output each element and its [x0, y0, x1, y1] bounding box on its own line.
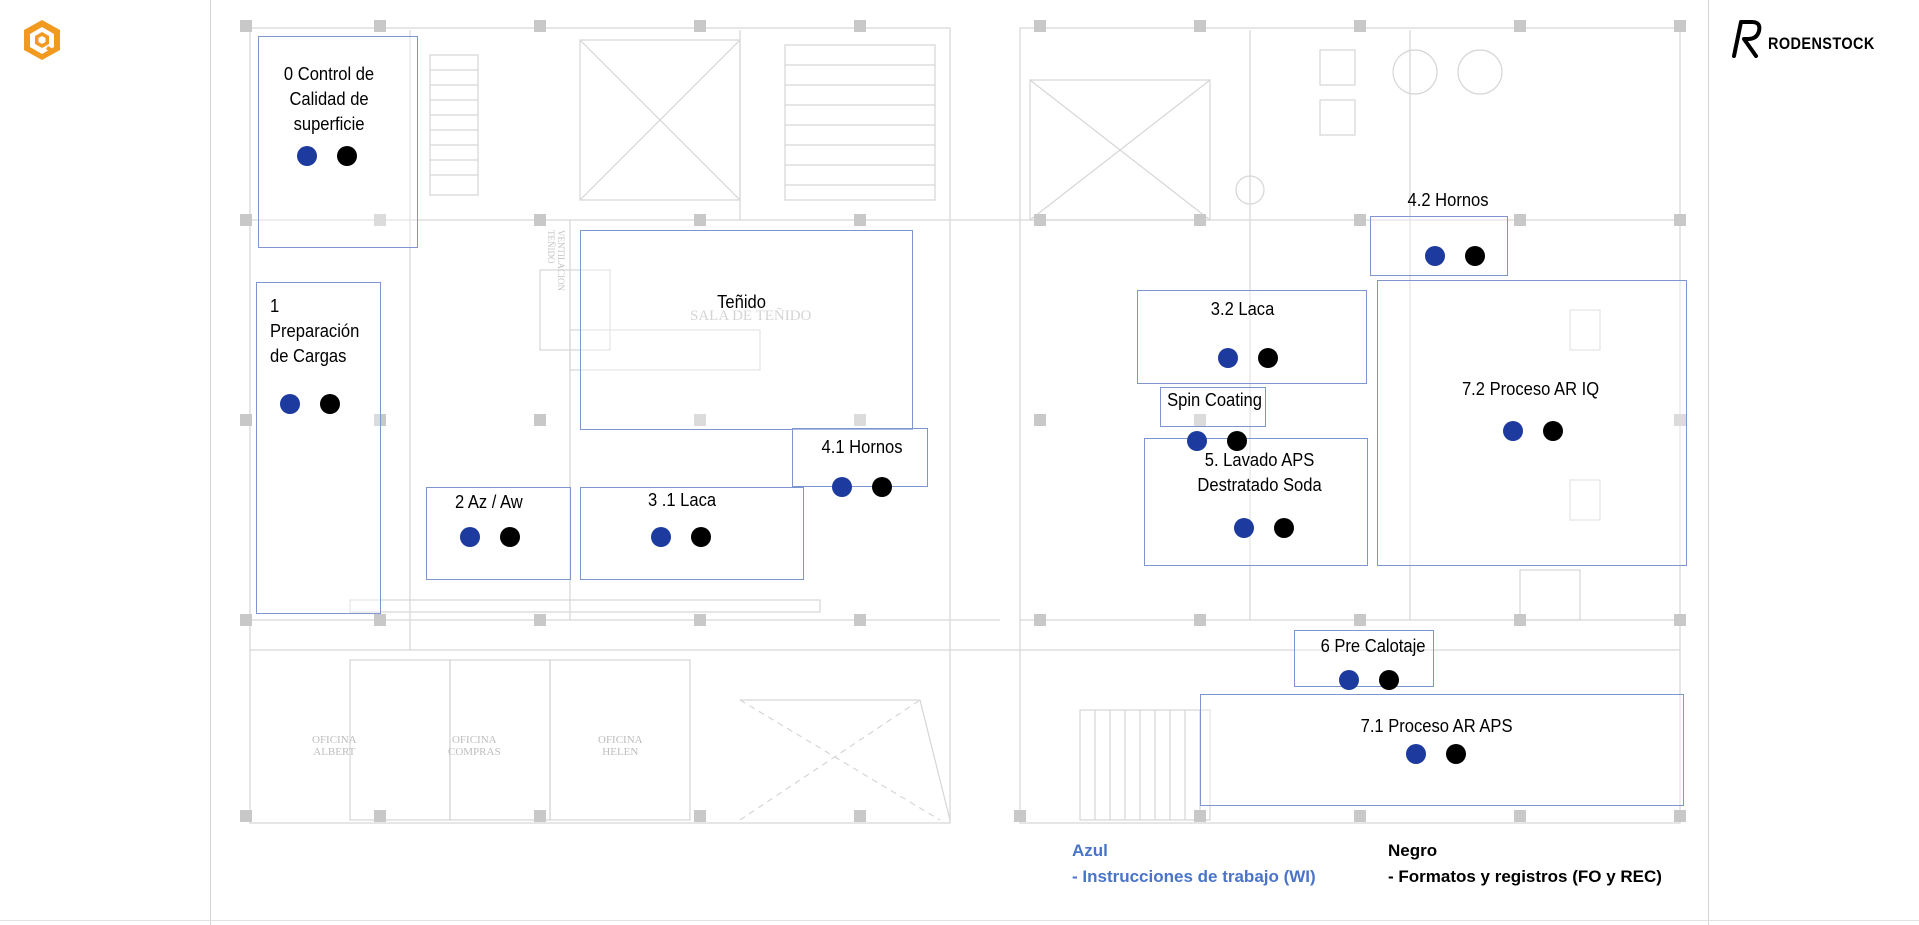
zone-spin-label: Spin Coating: [1167, 390, 1262, 410]
fo-marker-zone-spin[interactable]: [1227, 431, 1247, 451]
legend-wi-desc: - Instrucciones de trabajo (WI): [1072, 867, 1316, 886]
wi-marker-zone-7-1[interactable]: [1406, 744, 1426, 764]
wi-marker-zone-0[interactable]: [297, 146, 317, 166]
room-label-oficina-albert: OFICINA ALBERT: [312, 734, 357, 758]
fo-marker-zone-3-2[interactable]: [1258, 348, 1278, 368]
wi-marker-zone-4-2[interactable]: [1425, 246, 1445, 266]
brand-logo: RODENSTOCK: [1728, 18, 1894, 58]
app-logo-icon[interactable]: [20, 18, 64, 62]
zone-3-1-label: 3 .1 Laca: [647, 490, 717, 510]
fo-marker-zone-0[interactable]: [337, 146, 357, 166]
zone-3-2-label: 3.2 Laca: [1210, 299, 1275, 319]
legend-fo: Negro - Formatos y registros (FO y REC): [1388, 838, 1662, 890]
zone-4-1-label: 4.1 Hornos: [821, 437, 903, 457]
zone-1-label: 1 Preparación de Cargas: [270, 296, 360, 366]
legend-fo-title: Negro: [1388, 841, 1438, 860]
legend-fo-desc: - Formatos y registros (FO y REC): [1388, 867, 1662, 886]
zone-tenido[interactable]: [580, 230, 913, 430]
legend-wi: Azul - Instrucciones de trabajo (WI): [1072, 838, 1316, 890]
wi-marker-zone-1[interactable]: [280, 394, 300, 414]
legend-wi-title: Azul: [1072, 841, 1108, 860]
zone-5-label: 5. Lavado APS Destratado Soda: [1197, 450, 1322, 495]
wi-marker-zone-spin[interactable]: [1187, 431, 1207, 451]
zone-7-1-label: 7.1 Proceso AR APS: [1360, 716, 1513, 736]
fo-marker-zone-4-1[interactable]: [872, 477, 892, 497]
room-label-ventilacion: VENTILACION TEÑIDO: [546, 230, 566, 291]
zone-4-2-hornos[interactable]: [1370, 216, 1508, 276]
zone-3-2-laca[interactable]: [1137, 290, 1367, 384]
fo-marker-zone-7-1[interactable]: [1446, 744, 1466, 764]
wi-marker-zone-3-2[interactable]: [1218, 348, 1238, 368]
wi-marker-zone-3-1[interactable]: [651, 527, 671, 547]
left-panel: [0, 0, 211, 925]
fo-marker-zone-5[interactable]: [1274, 518, 1294, 538]
bottom-divider: [0, 920, 1919, 921]
zone-6-pre-calotaje[interactable]: [1294, 630, 1434, 687]
zone-4-2-label: 4.2 Hornos: [1407, 190, 1489, 210]
wi-marker-zone-6[interactable]: [1339, 670, 1359, 690]
fo-marker-zone-3-1[interactable]: [691, 527, 711, 547]
zone-2-label: 2 Az / Aw: [454, 492, 523, 512]
zone-6-label: 6 Pre Calotaje: [1320, 636, 1426, 656]
wi-marker-zone-7-2[interactable]: [1503, 421, 1523, 441]
wi-marker-zone-5[interactable]: [1234, 518, 1254, 538]
room-label-sala-tenido: SALA DE TEÑIDO: [690, 308, 812, 324]
zone-7-2-label: 7.2 Proceso AR IQ: [1461, 379, 1600, 399]
room-label-oficina-compras: OFICINA COMPRAS: [448, 734, 501, 758]
zone-tenido-label: Teñido: [717, 292, 766, 312]
room-label-oficina-helen: OFICINA HELEN: [598, 734, 643, 758]
zone-7-1-proceso-ar-aps[interactable]: [1200, 694, 1684, 806]
zone-7-2-proceso-ar-iq[interactable]: [1377, 280, 1687, 566]
brand-name: RODENSTOCK: [1768, 34, 1875, 53]
wi-marker-zone-4-1[interactable]: [832, 477, 852, 497]
wi-marker-zone-2[interactable]: [460, 527, 480, 547]
zone-2-az-aw[interactable]: [426, 487, 571, 580]
floor-plan: [240, 20, 1686, 824]
fo-marker-zone-2[interactable]: [500, 527, 520, 547]
fo-marker-zone-6[interactable]: [1379, 670, 1399, 690]
rodenstock-r-icon: [1732, 20, 1762, 58]
right-panel: [1708, 0, 1919, 925]
fo-marker-zone-7-2[interactable]: [1543, 421, 1563, 441]
zone-5-lavado-aps[interactable]: [1144, 438, 1368, 566]
fo-marker-zone-4-2[interactable]: [1465, 246, 1485, 266]
zone-0-control-calidad[interactable]: [258, 36, 418, 248]
zone-4-1-hornos[interactable]: [792, 428, 928, 487]
zone-1-preparacion-cargas[interactable]: [256, 282, 381, 614]
zone-spin-coating[interactable]: [1160, 387, 1266, 427]
zone-0-label: 0 Control de Calidad de superficie: [283, 64, 375, 134]
fo-marker-zone-1[interactable]: [320, 394, 340, 414]
